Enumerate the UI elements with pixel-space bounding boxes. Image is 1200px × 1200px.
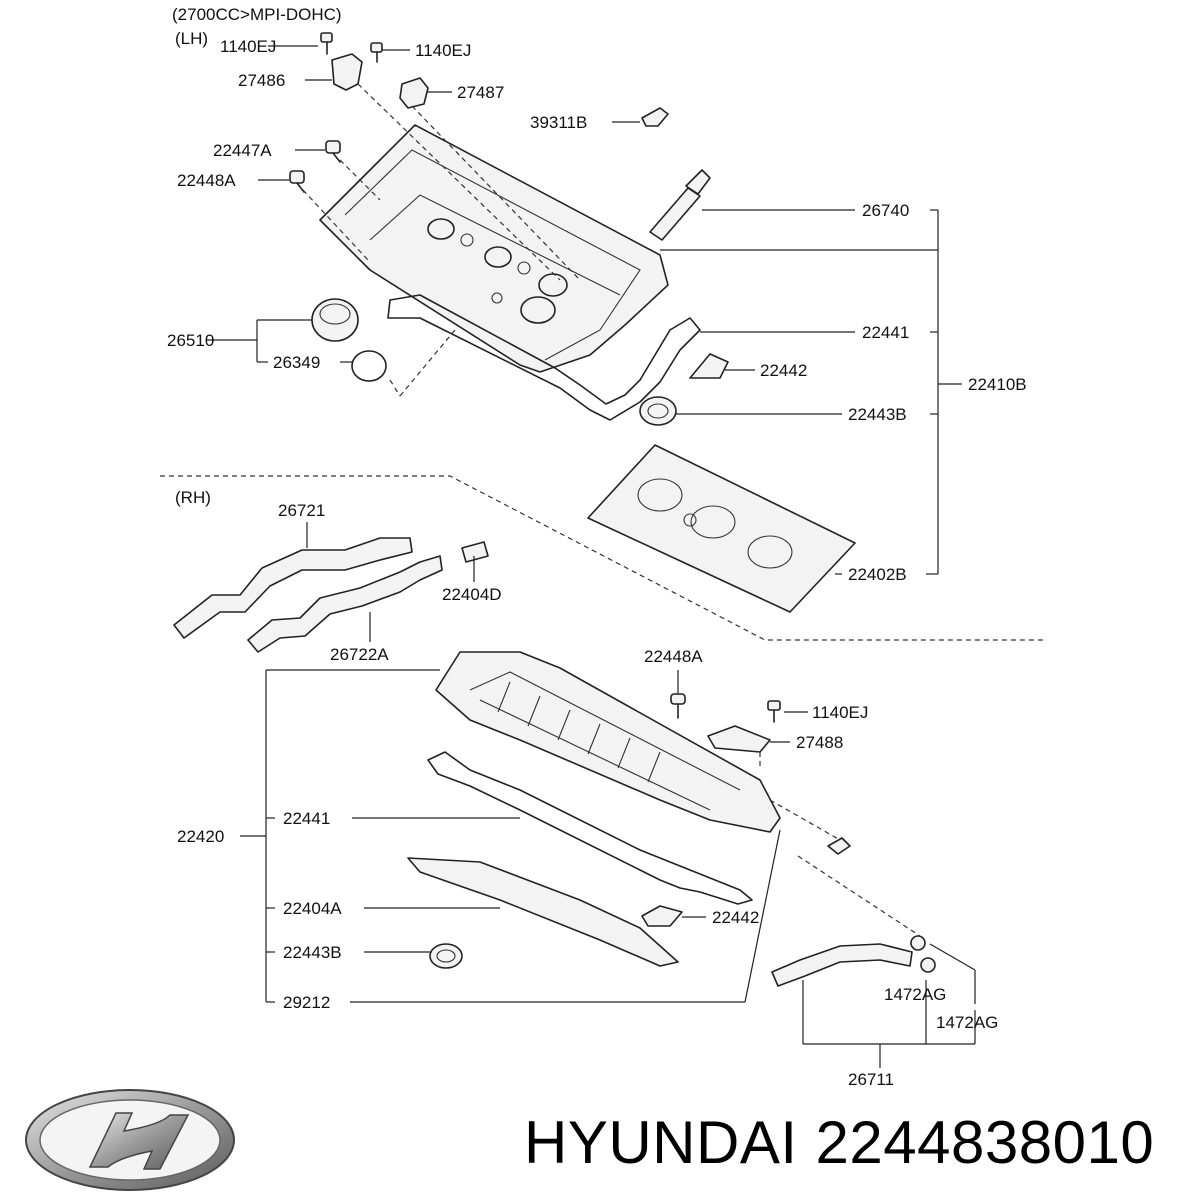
- label-26740: 26740: [862, 201, 909, 220]
- label-22441-rh: 22441: [283, 809, 330, 828]
- engine-spec-label: (2700CC>MPI-DOHC): [172, 5, 342, 24]
- bolt-1140ej-right-icon: [370, 42, 383, 63]
- gasket-22441-lh-icon: [387, 294, 701, 421]
- label-22402b: 22402B: [848, 565, 907, 584]
- bolt-1140ej-left-icon: [320, 32, 333, 55]
- bolt-22448a-icon: [289, 170, 305, 193]
- rh-leader-lines: [240, 522, 976, 1068]
- label-22410b: 22410B: [968, 375, 1027, 394]
- label-26722a: 26722A: [330, 645, 389, 664]
- bolt-22447a-icon: [325, 140, 341, 163]
- label-29212: 29212: [283, 993, 330, 1012]
- bolt-22448a-rh-icon: [670, 693, 686, 719]
- label-22404a: 22404A: [283, 899, 342, 918]
- label-26711: 26711: [848, 1070, 894, 1089]
- label-22448a-rh: 22448A: [644, 647, 703, 666]
- label-22448a-lh: 22448A: [177, 171, 236, 190]
- bracket-27487-icon: [399, 77, 429, 109]
- clamp-1472ag-a-icon: [910, 935, 926, 951]
- label-22447a-lh: 22447A: [213, 141, 272, 160]
- seal-22443b-lh-icon: [639, 396, 677, 426]
- label-1472ag-b: 1472AG: [936, 1013, 998, 1032]
- gasket-22441-rh-icon: [427, 751, 753, 905]
- gasket-22402b-icon: [587, 444, 856, 613]
- tube-26740-icon: [649, 169, 711, 241]
- brand-part-number: HYUNDAI 2244838010: [524, 1108, 1154, 1177]
- label-22420: 22420: [177, 827, 224, 846]
- cylinder-head-cover-rh: [435, 651, 781, 833]
- half-moon-seal-22442-icon: [689, 353, 729, 379]
- hose-26721-icon: [173, 537, 413, 639]
- rh-dashed-lines: [759, 752, 921, 937]
- bracket-27486-icon: [331, 53, 363, 91]
- label-22443b-rh: 22443B: [283, 943, 342, 962]
- label-1140ej-lh-a: 1140EJ: [220, 37, 276, 56]
- lh-leader-lines: [206, 45, 962, 575]
- half-moon-seal-22442-rh-icon: [641, 905, 683, 927]
- lh-side-label: (LH): [175, 29, 208, 48]
- bracket-27488-icon: [707, 725, 771, 753]
- label-22441-lh: 22441: [862, 323, 909, 342]
- label-27487: 27487: [457, 83, 504, 102]
- brand-name: HYUNDAI: [524, 1109, 798, 1176]
- label-1472ag-a: 1472AG: [884, 985, 946, 1004]
- pcv-connector-icon: [827, 837, 851, 855]
- bolt-1140ej-rh-icon: [767, 700, 781, 723]
- label-22442-rh: 22442: [712, 908, 759, 927]
- seal-22443b-rh-icon: [429, 943, 463, 969]
- oil-filler-cap-icon: [311, 298, 359, 342]
- label-22443b-lh: 22443B: [848, 405, 907, 424]
- gasket-22404a-icon: [407, 857, 679, 967]
- section-separator-line: [160, 475, 1045, 641]
- label-26349: 26349: [273, 353, 320, 372]
- rh-side-label: (RH): [175, 488, 211, 507]
- label-27488: 27488: [796, 733, 843, 752]
- label-22404d: 22404D: [442, 585, 502, 604]
- label-22442-lh: 22442: [760, 361, 807, 380]
- hyundai-logo-icon: [25, 1089, 235, 1191]
- label-27486: 27486: [238, 71, 285, 90]
- part-number: 2244838010: [815, 1109, 1155, 1176]
- hose-26711-icon: [771, 943, 913, 987]
- label-39311b: 39311B: [530, 113, 587, 132]
- hose-plug-22404d-icon: [461, 541, 489, 563]
- label-1140ej-lh-b: 1140EJ: [415, 41, 471, 60]
- bracket-39311b-icon: [641, 107, 669, 127]
- lh-dashed-lines: [302, 83, 581, 397]
- label-1140ej-rh: 1140EJ: [812, 703, 868, 722]
- cap-gasket-26349-icon: [351, 350, 387, 382]
- label-26510: 26510: [167, 331, 214, 350]
- clamp-1472ag-b-icon: [920, 957, 936, 973]
- hose-26722a-icon: [247, 555, 443, 653]
- label-26721: 26721: [278, 501, 325, 520]
